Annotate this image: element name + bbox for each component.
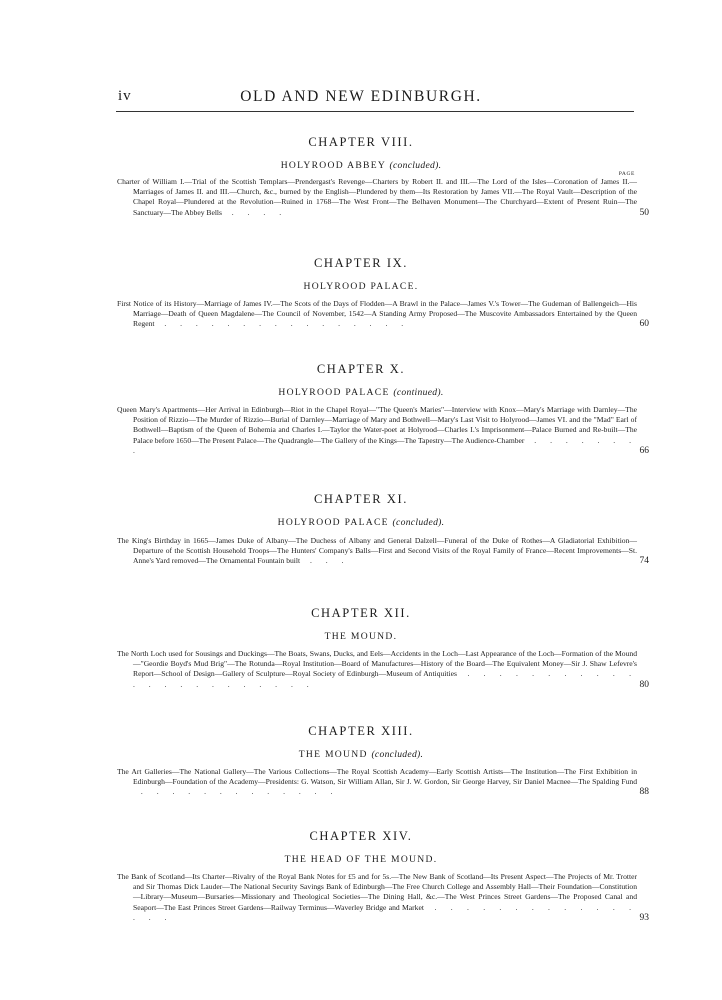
chapter-title: CHAPTER X. (316, 362, 406, 376)
dot-leader: . . . . . . . . (133, 435, 638, 455)
subtitle-text: HOLYROOD ABBEY (280, 160, 386, 171)
dot-leader: . . . . . . . . . . . . . . . . (133, 902, 637, 922)
summary-page-number: 60 (639, 319, 650, 330)
summary-text: The Bank of Scotland—Its Charter—Rivalry… (117, 872, 637, 912)
chapter-subtitle: HOLYROOD PALACE. (0, 281, 722, 293)
subtitle-note: (concluded). (371, 749, 424, 760)
running-header: iv OLD AND NEW EDINBURGH. (0, 88, 722, 108)
summary-text: The North Loch used for Sousings and Duc… (117, 649, 637, 679)
chapter-title: CHAPTER XIII. (308, 724, 414, 738)
chapter-8: CHAPTER VIII. HOLYROOD ABBEY (concluded)… (0, 135, 722, 218)
subtitle-text: THE MOUND (298, 749, 368, 760)
dot-leader: . . . (302, 556, 350, 566)
chapter-title: CHAPTER XIV. (309, 829, 413, 843)
chapter-10: CHAPTER X. HOLYROOD PALACE (continued). … (0, 362, 722, 456)
summary-page-number: 66 (639, 445, 650, 456)
summary-text: Queen Mary's Apartments—Her Arrival in E… (117, 405, 637, 445)
summary-text: First Notice of its History—Marriage of … (117, 299, 637, 329)
dot-leader: . . . . . . . . . . . . . (133, 787, 339, 797)
chapter-title: CHAPTER XI. (314, 492, 408, 506)
chapter-subtitle: HOLYROOD PALACE (concluded). (0, 517, 722, 529)
summary-page-number: 50 (639, 207, 650, 218)
subtitle-text: THE HEAD OF THE MOUND. (284, 854, 438, 865)
chapter-summary: Queen Mary's Apartments—Her Arrival in E… (117, 405, 649, 456)
chapter-12: CHAPTER XII. THE MOUND. The North Loch u… (0, 606, 722, 690)
chapter-subtitle: THE HEAD OF THE MOUND. (0, 854, 722, 866)
dot-leader: . . . . (223, 207, 288, 217)
summary-text: The King's Birthday in 1665—James Duke o… (117, 536, 637, 566)
chapter-title: CHAPTER XII. (311, 606, 411, 620)
chapter-11: CHAPTER XI. HOLYROOD PALACE (concluded).… (0, 492, 722, 566)
chapter-summary: The Art Galleries—The National Gallery—T… (117, 767, 649, 798)
dot-leader: . . . . . . . . . . . . . . . . (156, 319, 410, 329)
chapter-9: CHAPTER IX. HOLYROOD PALACE. First Notic… (0, 256, 722, 329)
page-column-label: PAGE (618, 171, 635, 177)
chapter-13: CHAPTER XIII. THE MOUND (concluded). The… (0, 724, 722, 797)
summary-text: Charter of William I.—Trial of the Scott… (117, 177, 637, 217)
chapter-14: CHAPTER XIV. THE HEAD OF THE MOUND. The … (0, 829, 722, 923)
subtitle-text: HOLYROOD PALACE. (303, 281, 419, 292)
summary-page-number: 80 (639, 679, 650, 690)
chapter-title: CHAPTER VIII. (308, 135, 414, 149)
subtitle-text: HOLYROOD PALACE (277, 517, 389, 528)
subtitle-note: (continued). (393, 387, 444, 398)
summary-page-number: 74 (639, 556, 650, 567)
chapter-summary: The Bank of Scotland—Its Charter—Rivalry… (117, 872, 649, 923)
subtitle-text: THE MOUND. (324, 631, 398, 642)
summary-text: The Art Galleries—The National Gallery—T… (117, 767, 637, 787)
summary-page-number: 88 (639, 787, 650, 798)
summary-page-number: 93 (639, 912, 650, 923)
subtitle-note: (concluded). (392, 517, 445, 528)
chapter-subtitle: HOLYROOD ABBEY (concluded). (0, 160, 722, 172)
header-rule (116, 111, 634, 112)
chapter-summary: Charter of William I.—Trial of the Scott… (117, 177, 649, 218)
subtitle-note: (concluded). (389, 160, 442, 171)
chapter-subtitle: HOLYROOD PALACE (continued). (0, 387, 722, 399)
running-title: OLD AND NEW EDINBURGH. (240, 88, 482, 105)
chapter-title: CHAPTER IX. (314, 256, 408, 270)
dot-leader: . . . . . . . . . . . . . . . . . . . . … (133, 669, 637, 689)
chapter-subtitle: THE MOUND. (0, 631, 722, 643)
chapter-subtitle: THE MOUND (concluded). (0, 749, 722, 761)
chapter-summary: The King's Birthday in 1665—James Duke o… (117, 536, 649, 567)
chapter-summary: The North Loch used for Sousings and Duc… (117, 649, 649, 690)
subtitle-text: HOLYROOD PALACE (278, 387, 390, 398)
chapter-summary: First Notice of its History—Marriage of … (117, 299, 649, 330)
page-number: iv (118, 88, 132, 104)
